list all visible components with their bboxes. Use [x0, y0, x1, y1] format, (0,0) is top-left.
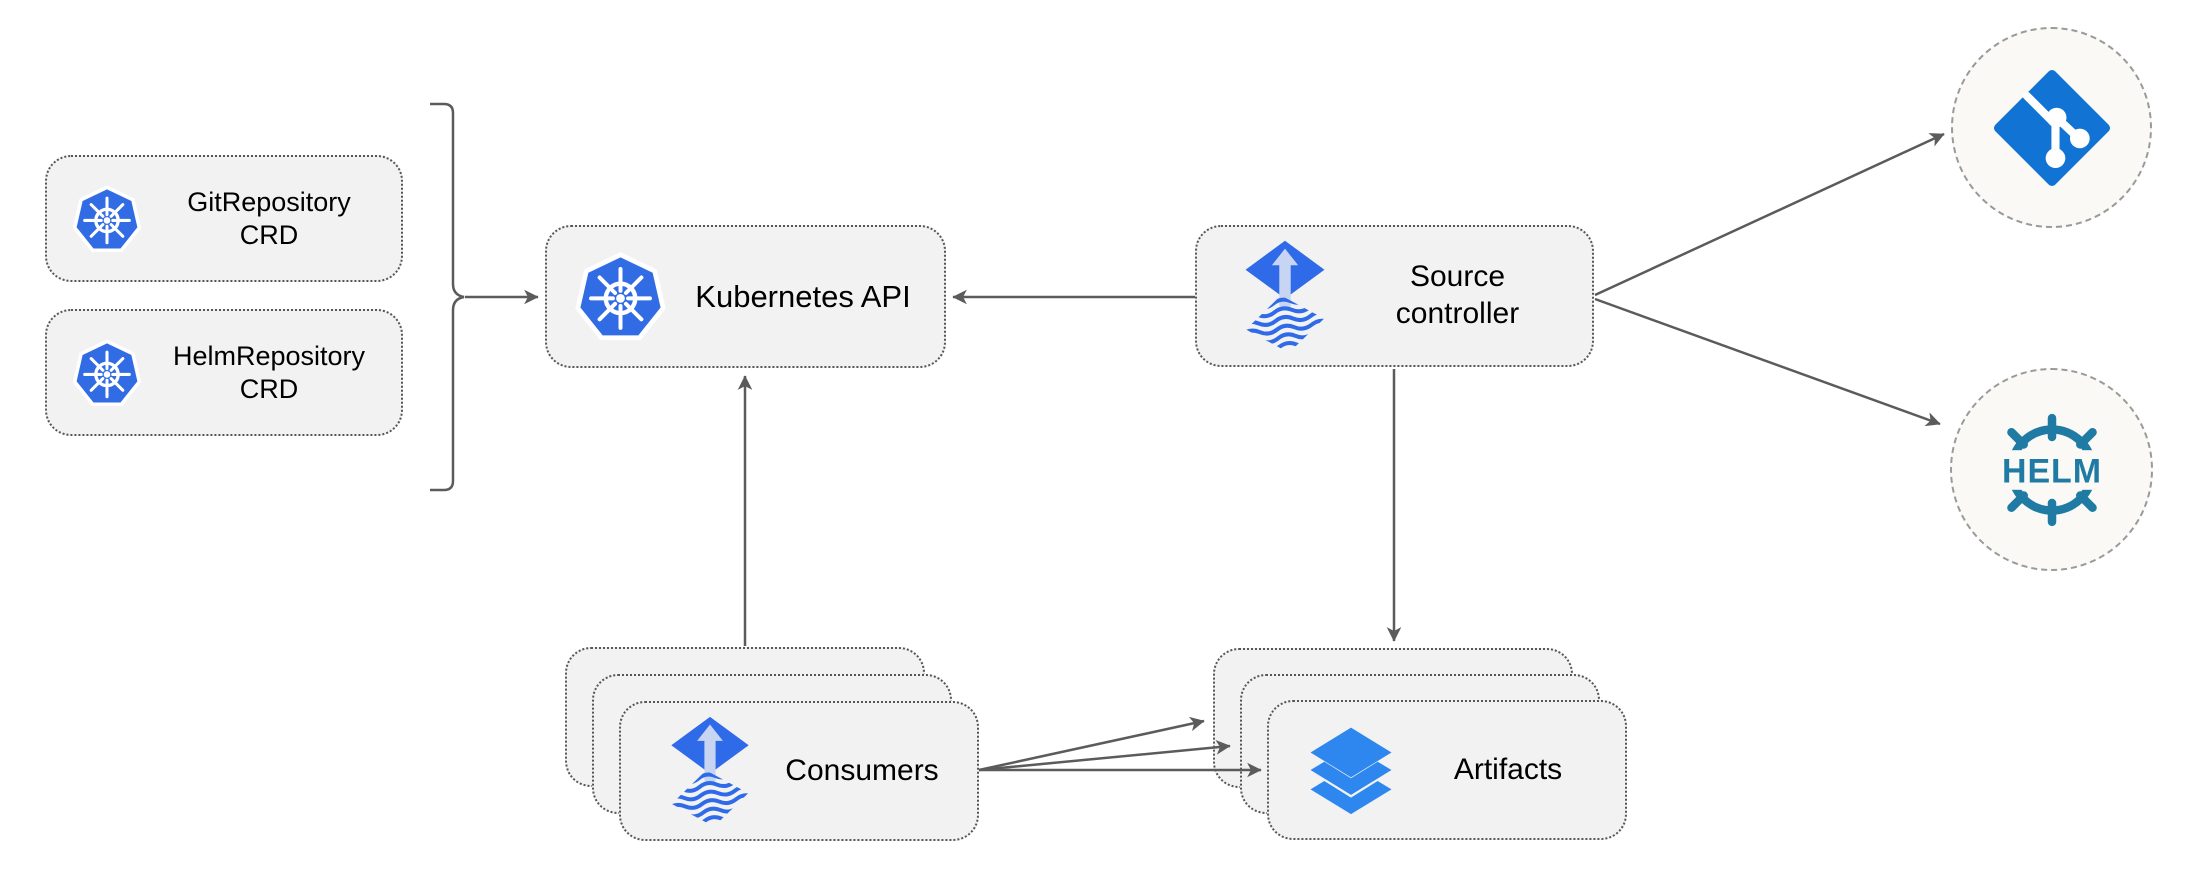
node-helm-repository-crd[interactable]: HelmRepository CRD	[45, 309, 403, 436]
edge-source-controller-to-helm	[1594, 297, 1941, 427]
kubernetes-icon	[72, 339, 142, 406]
layers-icon	[1310, 727, 1392, 815]
crd-group-bracket	[430, 102, 465, 492]
edge-consumers-to-artifacts-2	[978, 740, 1231, 772]
node-consumers[interactable]: Consumers	[619, 701, 979, 841]
node-label: Consumers	[785, 754, 939, 787]
edge-source-controller-to-git	[1594, 132, 1945, 297]
node-artifacts[interactable]: Artifacts	[1267, 700, 1627, 840]
node-label: Kubernetes API	[695, 278, 911, 314]
flux-source-controller-icon	[667, 716, 753, 827]
node-label: HelmRepository CRD	[172, 340, 366, 404]
node-label: GitRepository CRD	[187, 186, 351, 250]
node-label: Artifacts	[1453, 753, 1563, 786]
node-source-controller[interactable]: Source controller	[1195, 225, 1594, 367]
node-helm-endpoint[interactable]: HELM	[1950, 368, 2153, 571]
node-git-repository-crd[interactable]: GitRepository CRD	[45, 155, 403, 282]
helm-icon: HELM	[1991, 413, 2112, 526]
helm-wheel-text: HELM	[2002, 452, 2102, 490]
node-kubernetes-api[interactable]: Kubernetes API	[545, 225, 946, 368]
kubernetes-icon	[575, 252, 666, 341]
kubernetes-icon	[72, 185, 142, 252]
node-git-endpoint[interactable]	[1951, 27, 2152, 228]
edge-consumers-to-artifacts-1	[978, 716, 1205, 772]
git-icon	[1993, 69, 2110, 186]
flux-source-controller-icon	[1241, 240, 1329, 353]
node-label: Source controller	[1395, 260, 1520, 330]
